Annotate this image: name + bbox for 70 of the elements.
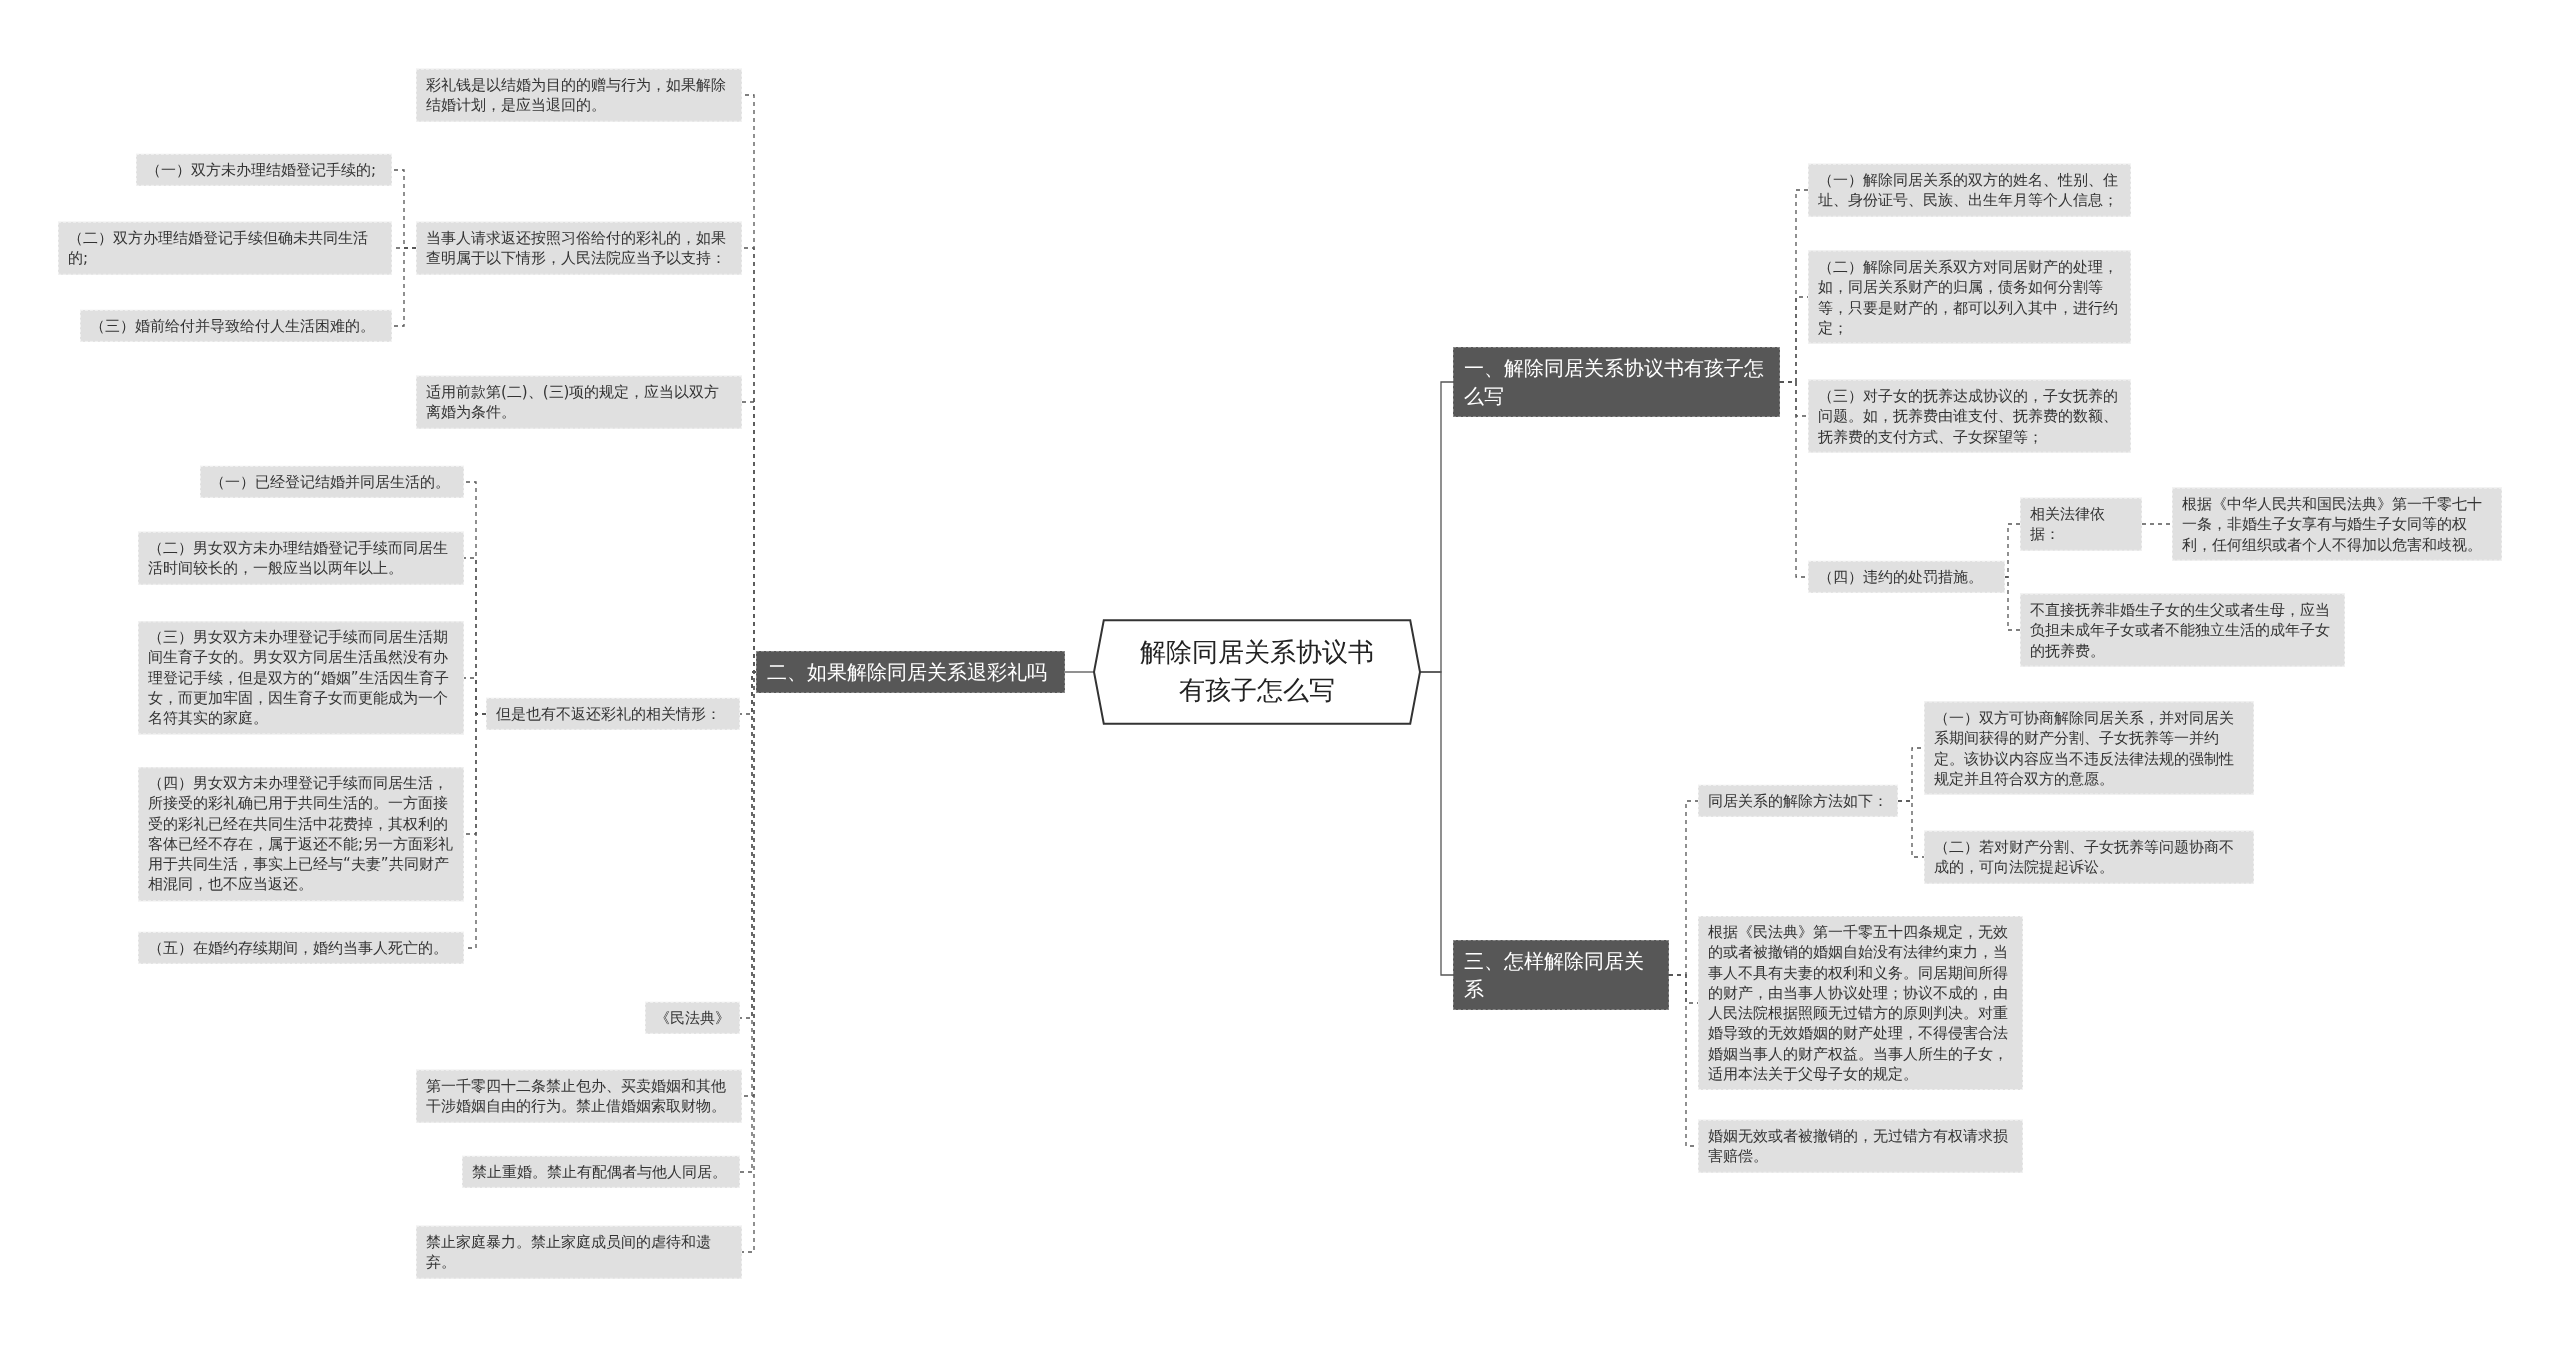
branch-topic-box — [756, 651, 1065, 693]
topic-text: （二）若对财产分割、子女抚养等问题协商不成的，可向法院提起诉讼。 — [1934, 836, 2235, 878]
topic-text: 婚姻无效或者被撤销的，无过错方有权请求损害赔偿。 — [1708, 1125, 2009, 1167]
dashed-connector — [2004, 576, 2021, 631]
topic-text: （二）男女双方未办理结婚登记手续而同居生活时间较长的，一般应当以两年以上。 — [148, 537, 449, 579]
dashed-connector — [741, 671, 757, 1253]
topic-text: （一）双方可协商解除同居关系，并对同居关系期间获得的财产分割、子女抚养等一并约定。该协议内容应当不违反法律法规的强制性规定并且符合双方的意愿。 — [1934, 707, 2235, 789]
branch-topic-box — [1453, 347, 1780, 417]
topic-text: （三）男女双方未办理登记手续而同居生活期间生育子女的。男女双方同居生活虽然没有办理登记手续，但是双方的“婚姻”生活因生育子女，而更加牢固，因生育子女而更能成为一个名符其实的家庭。 — [148, 627, 450, 729]
dashed-connector — [391, 247, 417, 327]
topic-text: 三、怎样解除同居关系 — [1464, 948, 1645, 1003]
connector-line — [1064, 671, 1095, 673]
subtopic-box — [416, 1225, 742, 1279]
subtopic-box — [416, 375, 742, 429]
subtopic-box — [200, 465, 464, 499]
topic-text: 《民法典》 — [655, 1007, 730, 1029]
subtopic-box — [1924, 701, 2254, 795]
topic-text: 不直接抚养非婚生子女的生父或者生母，应当负担未成年子女或者不能独立生活的成年子女的抚养费。 — [2030, 599, 2331, 661]
subtopic-box — [138, 621, 464, 735]
topic-text: 彩礼钱是以结婚为目的的赠与行为，如果解除结婚计划，是应当退回的。 — [426, 74, 727, 116]
branch-topic-box — [1453, 940, 1669, 1010]
subtopic-box — [138, 531, 464, 585]
subtopic-box — [486, 697, 740, 731]
topic-text: （一）双方未办理结婚登记手续的; — [146, 159, 378, 181]
subtopic-box — [136, 153, 392, 187]
subtopic-box — [58, 221, 392, 275]
topic-text: （三）对子女的抚养达成协议的，子女抚养的问题。如，抚养费由谁支付、抚养费的数额、抚养费的支付方式、子女探望等； — [1818, 385, 2119, 447]
topic-text: （一）解除同居关系的双方的姓名、性别、住址、身份证号、民族、出生年月等个人信息； — [1818, 169, 2119, 211]
topic-text: （四）男女双方未办理登记手续而同居生活，所接受的彩礼确已用于共同生活的。一方面接受的彩礼已经在共同生活中花费掉，其权利的客体已经不存在，属于返还不能;另一方面彩礼用于共同生活，事实上已经与“夫妻”共同财产相混同，也不应当返还。 — [148, 773, 454, 895]
subtopic-box — [645, 1001, 740, 1035]
topic-text: 适用前款第(二)、(三)项的规定，应当以双方离婚为条件。 — [426, 381, 721, 423]
subtopic-box — [1924, 830, 2254, 884]
topic-text: （二）解除同居关系双方对同居财产的处理，如，同居关系财产的归属，债务如何分割等等，只要是财产的，都可以列入其中，进行约定； — [1818, 256, 2119, 338]
subtopic-box — [416, 221, 742, 275]
topic-text: 根据《民法典》第一千零五十四条规定，无效的或者被撤销的婚姻自始没有法律约束力，当事人不具有夫妻的权利和义务。同居期间所得的财产，由当事人协议处理；协议不成的，由人民法院根据照顾无过错方的原则判决。对重婚导致的无效婚姻的财产处理，不得侵害合法婚姻当事人的财产权益。当事人所生的子女，适用本法关于父母子女的规定。 — [1708, 922, 2009, 1084]
dashed-connector — [1897, 800, 1925, 858]
central-topic-hexagon — [1094, 620, 1420, 724]
subtopic-box — [1808, 163, 2131, 217]
topic-text: 第一千零四十二条禁止包办、买卖婚姻和其他干涉婚姻自由的行为。禁止借婚姻索取财物。 — [426, 1075, 727, 1117]
subtopic-box — [2020, 593, 2345, 667]
connector-line — [1419, 671, 1454, 976]
topic-text: 相关法律依据： — [2030, 503, 2106, 545]
topic-text: （二）双方办理结婚登记手续但确未共同生活的; — [68, 227, 369, 269]
subtopic-box — [416, 68, 742, 122]
topic-text: 但是也有不返还彩礼的相关情形： — [496, 703, 722, 725]
topic-text: （五）在婚约存续期间，婚约当事人死亡的。 — [148, 937, 449, 959]
subtopic-box — [138, 931, 464, 965]
subtopic-box — [1808, 250, 2131, 344]
subtopic-box — [462, 1155, 740, 1189]
topic-text: 同居关系的解除方法如下： — [1708, 790, 1888, 812]
subtopic-box — [1808, 379, 2131, 453]
topic-text: 当事人请求返还按照习俗给付的彩礼的，如果查明属于以下情形，人民法院应当予以支持： — [426, 227, 727, 269]
subtopic-box — [1698, 1119, 2023, 1173]
topic-text: 根据《中华人民共和国民法典》第一千零七十一条，非婚生子女享有与婚生子女同等的权利，任何组织或者个人不得加以危害和歧视。 — [2182, 493, 2483, 555]
topic-text: 禁止家庭暴力。禁止家庭成员间的虐待和遗弃。 — [426, 1231, 712, 1273]
topic-text: 禁止重婚。禁止有配偶者与他人同居。 — [472, 1161, 728, 1183]
central-topic-text: 解除同居关系协议书有孩子怎么写 — [1139, 636, 1375, 707]
topic-text: 二、如果解除同居关系退彩礼吗 — [767, 659, 1048, 686]
topic-text: （四）违约的处罚措施。 — [1818, 566, 1984, 588]
subtopic-box — [80, 309, 392, 343]
subtopic-box — [416, 1069, 742, 1123]
subtopic-box — [2172, 487, 2502, 561]
dashed-connector — [741, 401, 757, 673]
dashed-connector — [2141, 523, 2173, 525]
subtopic-box — [1698, 784, 1898, 818]
subtopic-box — [2020, 497, 2142, 551]
subtopic-box — [1808, 560, 2005, 594]
topic-text: （一）已经登记结婚并同居生活的。 — [210, 471, 451, 493]
topic-text: （三）婚前给付并导致给付人生活困难的。 — [90, 315, 376, 337]
topic-text: 一、解除同居关系协议书有孩子怎么写 — [1464, 355, 1765, 410]
